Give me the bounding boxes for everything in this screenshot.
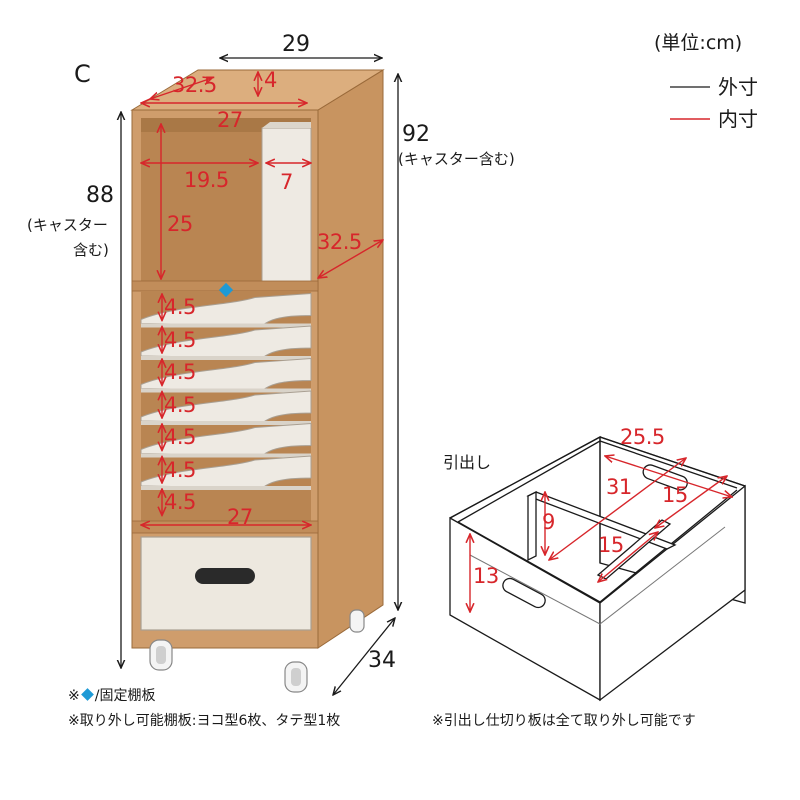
drawer-height-label: 13 — [473, 564, 499, 588]
right-width-label: 7 — [280, 170, 293, 194]
inner-dimension-lines — [141, 72, 383, 525]
cabinet-side-panel — [317, 69, 384, 649]
unit-label: (単位:cm) — [654, 32, 743, 54]
removable-shelf — [140, 422, 312, 457]
drawer-handle-front — [502, 577, 546, 609]
removable-shelf-edge — [141, 421, 311, 425]
shelf-gap-label: 4.5 — [164, 295, 196, 319]
drawer-divider-height-label: 9 — [542, 510, 555, 534]
drawer-label: 引出し — [443, 453, 492, 472]
top-height-label: 4 — [264, 68, 277, 92]
fixed-shelf-marker — [218, 282, 234, 298]
removable-shelf-edge — [141, 356, 311, 360]
bottom-shelf — [131, 520, 319, 534]
top-width-label: 27 — [217, 108, 243, 132]
drawer-width-label: 25.5 — [620, 425, 665, 449]
shelf-gap-label: 4.5 — [164, 327, 196, 352]
total-height-label: 92 — [402, 122, 430, 147]
drawer-compartment-b-label: 15 — [598, 533, 624, 557]
removable-shelf — [140, 357, 312, 392]
removable-shelf — [140, 292, 312, 327]
left-width-label: 19.5 — [184, 168, 229, 192]
drawer-divider-note: ※引出し仕切り板は全て取り外し可能です — [432, 713, 696, 729]
removable-shelf-edge — [141, 453, 311, 458]
variant-label: C — [74, 60, 91, 88]
drawer-dimension-lines — [470, 456, 732, 612]
side-depth-label: 32.5 — [317, 230, 362, 254]
drawer-compartment-a-label: 15 — [662, 483, 688, 507]
shelf-gap-label: 4.5 — [164, 360, 196, 384]
removable-shelf — [140, 390, 312, 424]
removable-shelf-edge — [141, 323, 311, 328]
top-depth-label: 32.5 — [172, 73, 217, 97]
fixed-shelf-note-prefix: ※ — [68, 688, 80, 704]
shelf-gap-label: 4.5 — [164, 392, 196, 417]
legend-inner-label: 内寸 — [718, 107, 758, 131]
drawer-handle-slot — [195, 568, 255, 584]
body-height-note-2: 含む) — [73, 241, 109, 259]
shelf-gap-label: 4.5 — [164, 490, 196, 514]
caster-front-right — [284, 661, 308, 693]
fixed-shelf-note: ※ /固定棚板 — [68, 688, 156, 704]
caster-back-right — [349, 609, 365, 633]
body-height-note-1: (キャスター — [27, 216, 108, 234]
removable-shelf — [140, 325, 312, 359]
shelf-gap-label: 4.5 — [164, 425, 196, 449]
upper-height-label: 25 — [167, 212, 193, 236]
removable-shelf-edge — [141, 388, 311, 393]
fixed-shelf-note-icon — [80, 688, 94, 701]
removable-shelf-note: ※取り外し可能棚板:ヨコ型6枚、タテ型1枚 — [68, 713, 341, 729]
removable-shelf-edge — [141, 486, 311, 490]
fixed-shelf-note-text: /固定棚板 — [94, 688, 156, 704]
total-height-note: (キャスター含む) — [398, 150, 515, 168]
outer-dimension-lines — [121, 58, 398, 695]
vertical-divider-panel — [261, 127, 312, 286]
bottom-width-label: 27 — [227, 505, 253, 529]
shelf-gap-label: 4.5 — [164, 457, 196, 482]
outer-depth-label: 34 — [368, 648, 396, 673]
legend-outer-label: 外寸 — [718, 75, 758, 99]
outer-width-label: 29 — [282, 32, 310, 57]
removable-shelves — [140, 292, 312, 490]
removable-shelf — [140, 455, 312, 489]
drawer-depth-label: 31 — [606, 475, 632, 499]
caster-front-left — [149, 639, 173, 671]
body-height-label: 88 — [86, 183, 114, 208]
